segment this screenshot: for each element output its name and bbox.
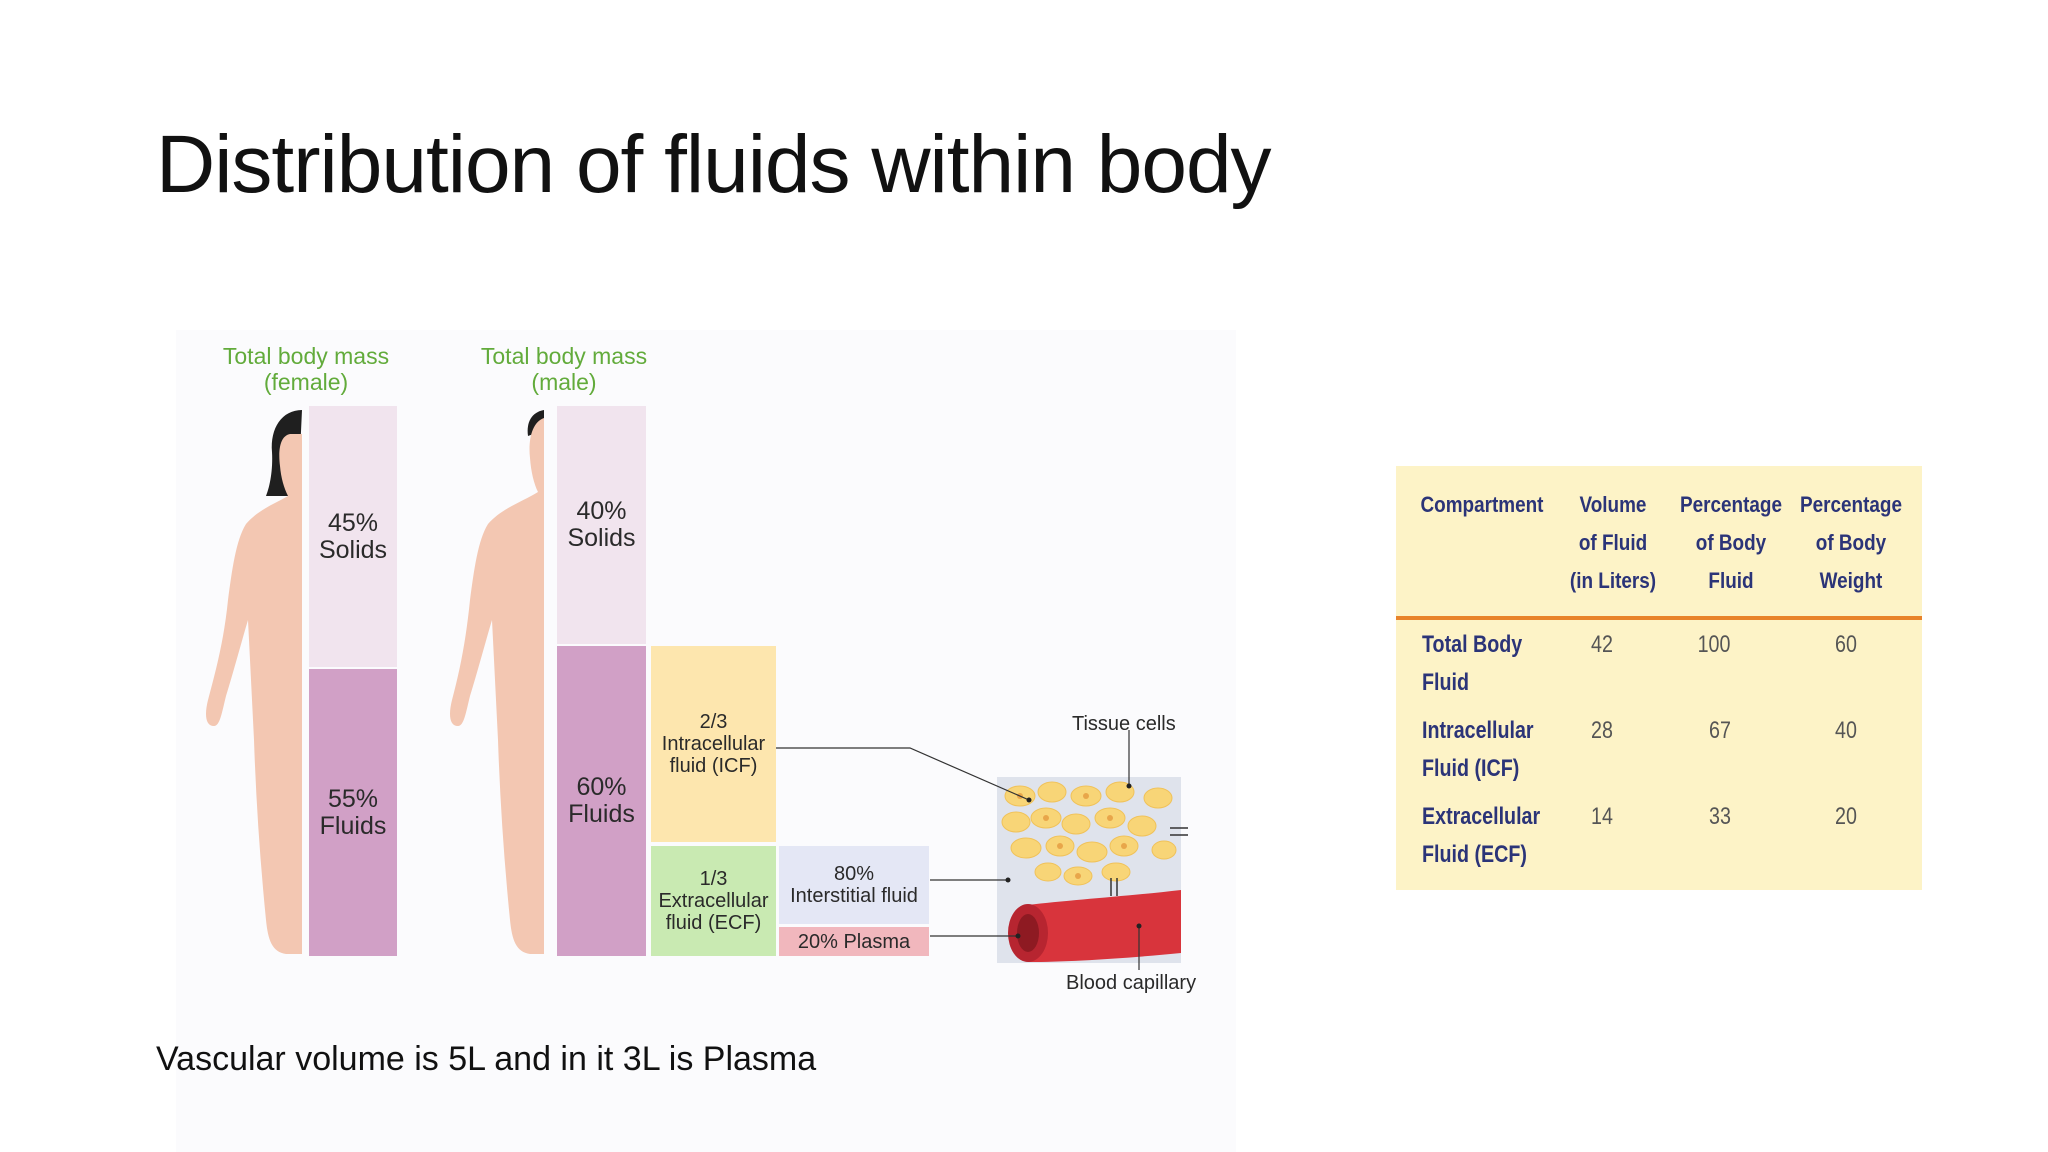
- male-figure: [450, 410, 544, 954]
- male-fluids-percent: 60%: [576, 773, 627, 801]
- male-fluids-bar: 60% Fluids: [557, 646, 646, 956]
- ecf-label-2: fluid (ECF): [665, 912, 762, 934]
- leader-lines: [776, 730, 1140, 970]
- female-fluids-label: Fluids: [319, 811, 387, 840]
- header-compartment-text: Compartment: [1420, 492, 1544, 517]
- leader-dots: [1005, 783, 1142, 939]
- ecf-bar: 1/3 Extracellular fluid (ECF): [651, 846, 776, 956]
- blood-capillary-label: Blood capillary: [1066, 972, 1197, 994]
- icf-bar: 2/3 Intracellular fluid (ICF): [651, 646, 776, 842]
- interstitial-label: Interstitial fluid: [790, 885, 918, 907]
- row-label-extracellular: Extracellular Fluid (ECF): [1422, 803, 1541, 868]
- slide-title: Distribution of fluids within body: [156, 119, 1272, 210]
- icf-fraction: 2/3: [699, 711, 728, 733]
- female-column-label: Total body mass (female): [186, 343, 426, 395]
- cell-total-percent-fluid: 100: [1697, 631, 1731, 658]
- plasma-label: 20% Plasma: [797, 930, 911, 953]
- blood-capillary: [1028, 890, 1181, 962]
- header-percent-fluid: Percentage of Body Fluid: [1679, 492, 1783, 593]
- cell-icf-volume: 28: [1591, 717, 1613, 744]
- header-compartment: Compartment: [1408, 466, 1556, 524]
- female-figure: [206, 410, 302, 954]
- male-fluids-label: Fluids: [568, 800, 635, 828]
- male-body: [450, 418, 544, 954]
- tissue-cells-label: Tissue cells: [1072, 713, 1176, 735]
- capillary-lumen: [1017, 914, 1039, 952]
- male-solids-bar: 40% Solids: [557, 406, 646, 644]
- row-label-total-body-fluid: Total Body Fluid: [1422, 631, 1523, 696]
- exchange-arrows: [1110, 827, 1188, 896]
- female-label-line-2: (female): [263, 369, 349, 395]
- female-fluids-percent: 55%: [327, 784, 379, 813]
- male-label-line-1: Total body mass: [480, 343, 648, 369]
- header-rule: [1396, 616, 1922, 620]
- female-label-line-1: Total body mass: [222, 343, 390, 369]
- tissue-capillary-illustration: [776, 730, 1188, 970]
- plasma-bar: 20% Plasma: [779, 927, 929, 956]
- icf-label-2: fluid (ICF): [669, 755, 758, 777]
- cell-ecf-percent-weight: 20: [1835, 803, 1857, 830]
- cell-ecf-percent-fluid: 33: [1709, 803, 1731, 830]
- female-body: [206, 434, 302, 954]
- footnote: Vascular volume is 5L and in it 3L is Pl…: [156, 1040, 817, 1078]
- female-fluids-bar: 55% Fluids: [309, 669, 397, 956]
- icf-label-1: Intracellular: [661, 733, 766, 755]
- interstitial-bar: 80% Interstitial fluid: [779, 846, 929, 924]
- ecf-label-1: Extracellular: [658, 890, 769, 912]
- cell-total-percent-weight: 60: [1835, 631, 1857, 658]
- cell-ecf-volume: 14: [1591, 803, 1613, 830]
- fluid-compartment-table: Compartment Volume of Fluid (in Liters) …: [1396, 466, 1922, 890]
- interstitial-percent: 80%: [833, 863, 875, 885]
- cell-icf-percent-fluid: 67: [1709, 717, 1731, 744]
- cell-icf-percent-weight: 40: [1835, 717, 1857, 744]
- row-label-intracellular: Intracellular Fluid (ICF): [1422, 717, 1534, 782]
- male-solids-percent: 40%: [576, 497, 627, 525]
- male-solids-label: Solids: [567, 524, 636, 552]
- male-column-label: Total body mass (male): [444, 343, 684, 395]
- ecf-fraction: 1/3: [699, 868, 728, 890]
- female-solids-label: Solids: [318, 535, 388, 564]
- cell-nuclei: [1017, 793, 1127, 879]
- header-volume: Volume of Fluid (in Liters): [1569, 492, 1657, 593]
- female-solids-bar: 45% Solids: [309, 406, 397, 667]
- male-label-line-2: (male): [531, 369, 597, 395]
- female-solids-percent: 45%: [327, 508, 379, 537]
- header-percent-weight: Percentage of Body Weight: [1799, 492, 1903, 593]
- cell-total-volume: 42: [1591, 631, 1613, 658]
